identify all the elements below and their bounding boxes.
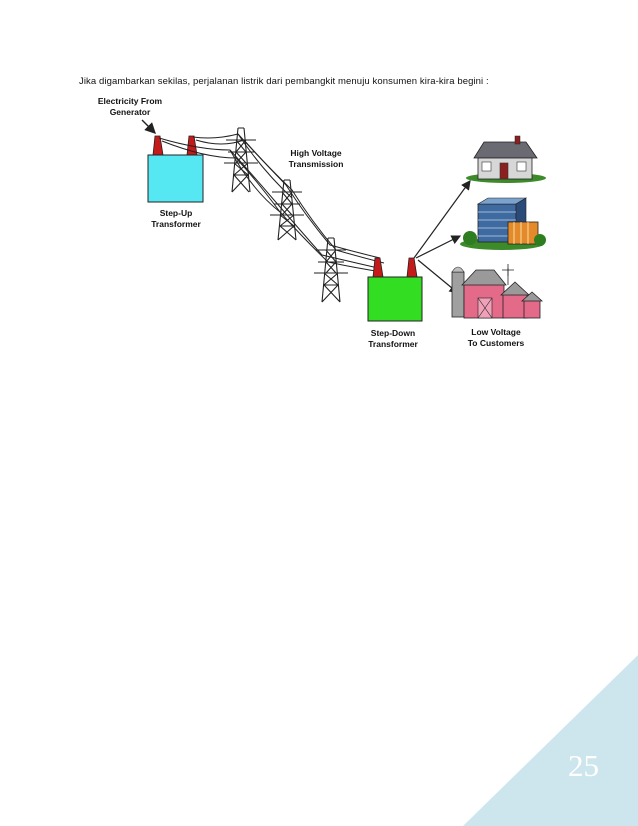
step-up-label-line-2: Transformer xyxy=(151,219,201,229)
step-down-label-line-1: Step-Down xyxy=(371,328,415,338)
house-icon xyxy=(466,135,546,183)
step-up-label: Step-Up Transformer xyxy=(151,208,201,229)
step-down-transformer-box xyxy=(367,276,423,322)
distribution-arrows xyxy=(413,180,471,294)
arrow-to-house xyxy=(413,180,471,259)
power-distribution-diagram: Electricity From Generator Step-Up Trans… xyxy=(98,96,546,349)
generator-label-line-2: Generator xyxy=(110,107,151,117)
step-down-label-line-2: Transformer xyxy=(368,339,418,349)
transmission-label-line-2: Transmission xyxy=(289,159,344,169)
arrow-to-farm xyxy=(417,259,459,294)
step-down-transformer xyxy=(367,257,423,322)
farm-icon xyxy=(451,264,544,319)
office-building-icon xyxy=(460,197,546,250)
transmission-lines xyxy=(158,133,385,273)
transmission-tower-3 xyxy=(314,237,348,303)
step-down-label: Step-Down Transformer xyxy=(368,328,418,349)
arrow-to-building xyxy=(415,235,462,259)
transmission-tower-1 xyxy=(224,127,258,193)
generator-label-line-1: Electricity From xyxy=(98,96,163,106)
step-up-label-line-1: Step-Up xyxy=(160,208,193,218)
customers-label-line-2: To Customers xyxy=(468,338,525,348)
generator-label: Electricity From Generator xyxy=(98,96,163,117)
customers-label: Low Voltage To Customers xyxy=(468,327,525,348)
intro-text: Jika digambarkan sekilas, perjalanan lis… xyxy=(79,76,489,87)
generator-arrow xyxy=(141,119,156,134)
page-number: 25 xyxy=(568,748,599,783)
corner-triangle xyxy=(463,655,638,826)
step-up-transformer-box xyxy=(147,154,204,203)
transmission-label-line-1: High Voltage xyxy=(290,148,342,158)
step-up-transformer xyxy=(147,135,204,203)
transmission-label: High Voltage Transmission xyxy=(289,148,344,169)
customers-label-line-1: Low Voltage xyxy=(471,327,521,337)
transmission-tower-2 xyxy=(270,179,304,241)
